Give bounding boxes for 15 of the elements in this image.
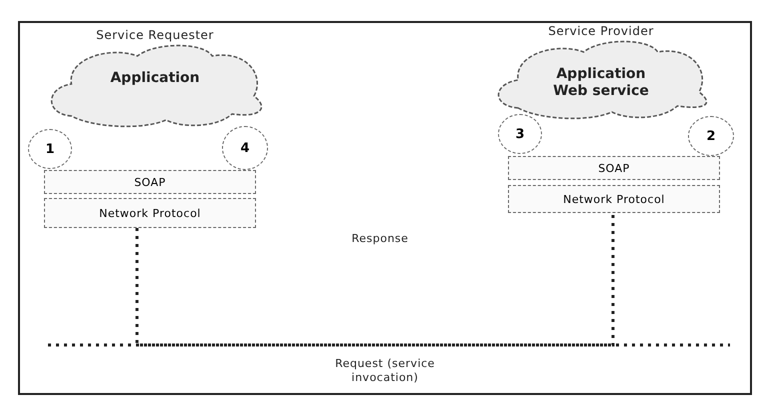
step-number: 4 <box>222 126 268 170</box>
step-number: 1 <box>28 129 72 169</box>
request-label: Request (service invocation) <box>334 357 436 385</box>
cloud-label: Application Web service <box>552 66 650 100</box>
step-number: 3 <box>498 114 542 154</box>
cloud-label: Application <box>109 70 201 87</box>
protocol-layer: Network Protocol <box>44 198 256 228</box>
group-heading: Service Requester <box>95 28 215 42</box>
protocol-layer: SOAP <box>44 170 256 194</box>
connector <box>136 213 614 346</box>
response-label: Response <box>350 232 410 246</box>
group-heading: Service Provider <box>547 24 655 38</box>
protocol-layer: Network Protocol <box>508 185 720 213</box>
protocol-layer: SOAP <box>508 156 720 180</box>
step-number: 2 <box>688 116 734 156</box>
